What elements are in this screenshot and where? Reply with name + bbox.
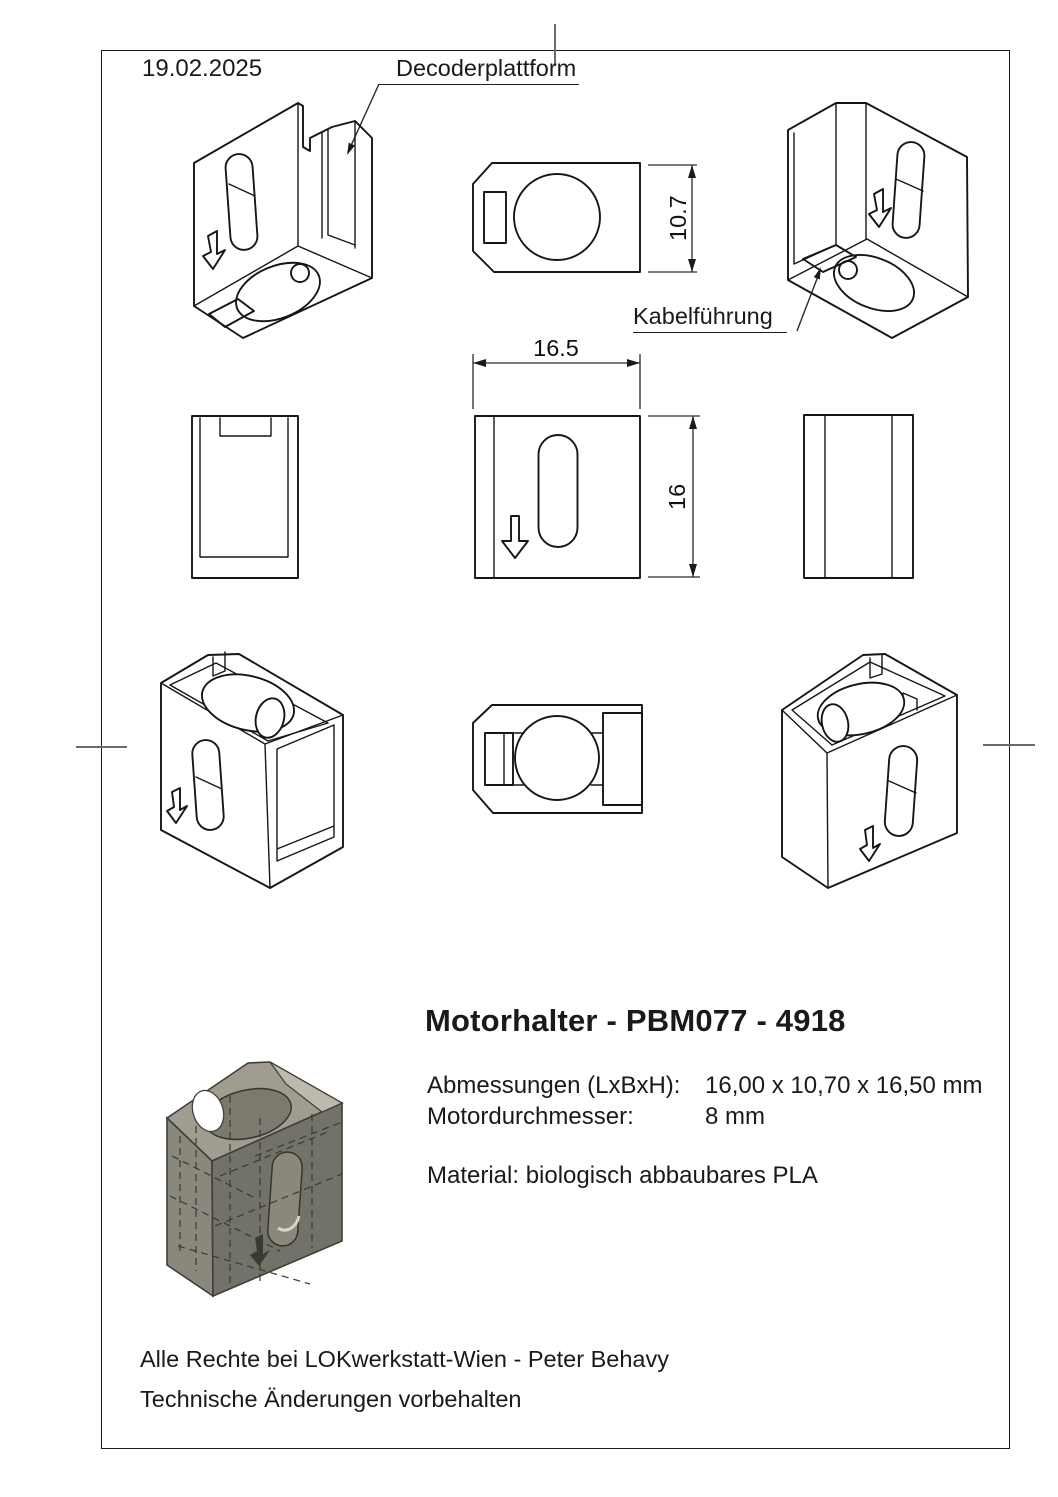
print-direction-arrow (250, 1234, 270, 1266)
motor-cradle (200, 673, 296, 733)
shaded-3d-view (165, 1061, 344, 1298)
print-direction-arrow (859, 825, 881, 862)
decoder-platform-label: Decoderplattform (378, 55, 580, 85)
print-direction-arrow (166, 787, 188, 824)
dim-depth-text: 10.7 (665, 195, 691, 241)
footer-notice: Technische Änderungen vorbehalten (140, 1386, 522, 1412)
decoder-wall (869, 653, 918, 711)
wall-edges (824, 414, 893, 579)
print-direction-arrow (868, 188, 892, 228)
leader-arrowhead (347, 142, 355, 155)
cable-slot (208, 298, 255, 328)
cradle-post (820, 703, 850, 743)
cable-slot (802, 244, 857, 273)
top-notch (219, 417, 272, 437)
part-edges (193, 102, 373, 307)
part-outline (472, 162, 641, 273)
decoder-wall (212, 651, 226, 677)
crop-mark-left (76, 746, 127, 748)
cable-slot (483, 191, 507, 244)
cable-guide-label: Kabelführung (633, 303, 787, 333)
part-edges (781, 694, 958, 889)
iso-view-top-left (193, 102, 373, 339)
inner-pocket (199, 417, 289, 558)
print-direction-arrow (501, 515, 529, 559)
spec-motor-diameter-value: 8 mm (705, 1103, 765, 1130)
motor-hole (235, 261, 321, 323)
motor-hole (832, 254, 916, 312)
date-label: 19.02.2025 (142, 55, 263, 82)
motor-hole (513, 173, 601, 261)
spec-dimensions-label: Abmessungen (LxBxH): (427, 1072, 681, 1099)
part-outline (472, 704, 643, 814)
spec-motor-diameter-label: Motordurchmesser: (427, 1103, 634, 1130)
dim-height-text: 16 (664, 484, 690, 510)
decoder-platform-face (602, 712, 643, 806)
specs-block: Abmessungen (LxBxH): 16,00 x 10,70 x 16,… (427, 1072, 1002, 1202)
top-view (472, 162, 641, 273)
inner-pocket (276, 724, 335, 862)
spec-material: Material: biologisch abbaubares PLA (427, 1162, 818, 1189)
part-title: Motorhalter - PBM077 - 4918 (425, 1003, 846, 1038)
part-silhouette (781, 653, 958, 889)
part-silhouette (160, 653, 344, 889)
dim-width: 16.5 (472, 335, 641, 409)
part-silhouette (193, 102, 373, 339)
dim-height: 16 (648, 415, 700, 578)
part-outline (803, 414, 914, 579)
cradle-post (254, 697, 286, 739)
spec-dimensions-value: 16,00 x 10,70 x 16,50 mm (705, 1072, 983, 1099)
slot-highlight (277, 1215, 301, 1232)
part-outline (474, 415, 641, 579)
front-view (474, 415, 641, 579)
part-outline (191, 415, 299, 579)
crop-mark-top (554, 24, 556, 66)
notch-hole (290, 263, 310, 283)
cable-slot (484, 732, 514, 786)
wall-highlight (269, 1061, 344, 1113)
dim-depth: 10.7 (648, 164, 697, 273)
oblong-slot (191, 739, 225, 831)
dim-width-text: 16.5 (533, 335, 579, 361)
through-hole (191, 1089, 225, 1133)
rear-view (191, 415, 299, 579)
oblong-slot (267, 1151, 303, 1247)
oblong-slot (224, 153, 259, 251)
footer-rights: Alle Rechte bei LOKwerkstatt-Wien - Pete… (140, 1346, 669, 1372)
iso-view-bottom-left (160, 651, 344, 889)
iso-view-bottom-right (781, 653, 958, 889)
part-silhouette (787, 102, 969, 339)
iso-view-top-right (787, 102, 969, 339)
print-direction-arrow (202, 230, 226, 270)
top-rim (791, 661, 946, 746)
bottom-view (472, 704, 643, 814)
edge-lines (503, 732, 604, 786)
side-view (803, 414, 914, 579)
decoder-platform-leader (347, 83, 380, 155)
oblong-slot (537, 434, 579, 548)
part-edges (787, 102, 969, 298)
crop-mark-right (983, 744, 1035, 746)
motor-hole (514, 715, 600, 801)
